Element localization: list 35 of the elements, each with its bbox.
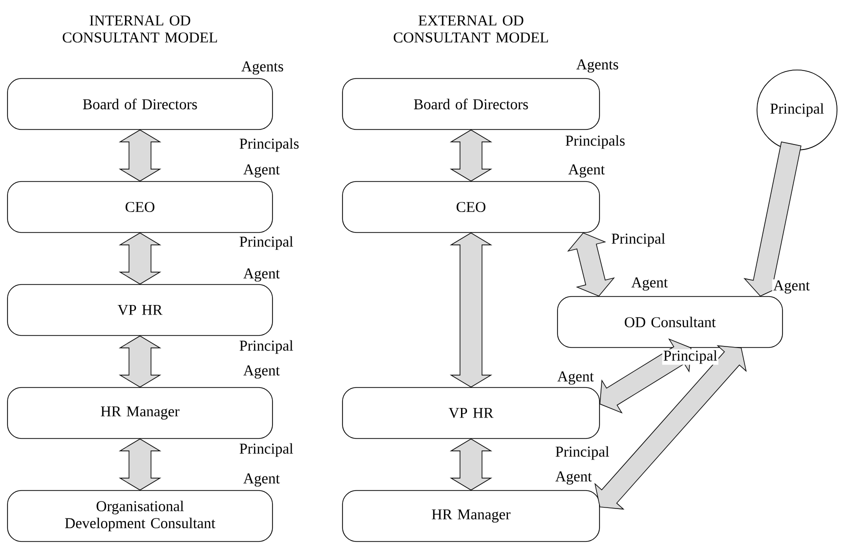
double-arrow xyxy=(118,438,162,490)
role-label: Principal xyxy=(554,445,610,461)
rounded-box: HR Manager xyxy=(342,490,600,542)
role-label: Principal xyxy=(238,442,294,458)
rounded-box: CEO xyxy=(342,181,600,233)
rounded-box: Board of Directors xyxy=(7,78,273,130)
role-label: Principal xyxy=(610,232,666,248)
role-label: Agent xyxy=(567,163,606,179)
role-label: Principals xyxy=(564,134,626,150)
role-label: Agent xyxy=(242,163,281,179)
block-arrow xyxy=(744,142,802,297)
role-label: Agent xyxy=(242,267,281,283)
role-label: Agent xyxy=(242,472,281,488)
role-label: Agents xyxy=(240,60,285,76)
role-label: Principals xyxy=(238,137,300,153)
role-label: Agents xyxy=(575,58,620,74)
role-label: Agent xyxy=(556,370,595,386)
role-label: Principal xyxy=(662,349,718,365)
heading: INTERNAL OD CONSULTANT MODEL xyxy=(62,15,217,43)
role-label: Agent xyxy=(630,276,669,292)
role-label: Agent xyxy=(242,364,281,380)
circle-node: Principal xyxy=(756,70,838,150)
rounded-box: Board of Directors xyxy=(342,78,600,130)
role-label: Principal xyxy=(238,235,294,251)
role-label: Agent xyxy=(772,279,811,295)
double-arrow xyxy=(118,336,162,388)
rounded-box: CEO xyxy=(7,181,273,233)
rounded-box: HR Manager xyxy=(7,387,273,439)
role-label: Principal xyxy=(238,339,294,355)
rounded-box: Organisational Development Consultant xyxy=(7,490,273,542)
rounded-box: VP HR xyxy=(7,284,273,336)
rounded-box: VP HR xyxy=(342,387,600,439)
heading: EXTERNAL OD CONSULTANT MODEL xyxy=(394,15,548,43)
role-label: Agent xyxy=(554,470,593,486)
double-arrow xyxy=(450,438,492,490)
